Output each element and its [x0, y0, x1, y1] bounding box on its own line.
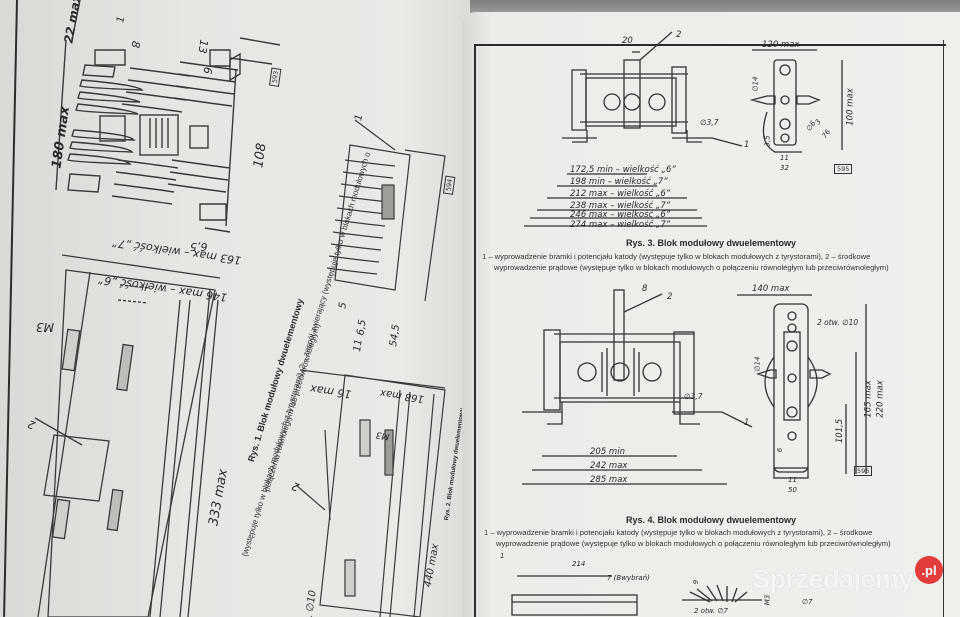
fig3-dim-phi3-7: ∅3,7	[700, 118, 719, 127]
fig4-holes: 2 otw. ∅10	[817, 318, 859, 327]
fig3-dim-row-2: 212 max – wielkość „6”	[570, 189, 671, 199]
fig5-dim-m3: M3	[763, 594, 772, 606]
fig3-dim-11: 11	[780, 154, 789, 162]
left-page: 22 max 180 max 8 13 6 108 6,5 593 163 ma…	[0, 0, 475, 617]
fig3-fig4-drawings	[511, 31, 867, 616]
fig3-dim-100max: 100 max	[845, 88, 856, 126]
fig5-dim-7: 7 (Bwybrań)	[607, 574, 650, 582]
watermark-badge: .pl	[915, 556, 943, 584]
fig2-dim-6-5: 6,5	[355, 318, 369, 337]
fig4-dim-6: 6	[776, 447, 785, 453]
fig3-dim-32: 32	[780, 164, 789, 172]
fig4-dim-phi3-7: ∅3,7	[684, 392, 703, 401]
fig3-legend-line1: 1 – wyprowadzenie bramki i potencjału ka…	[482, 252, 871, 261]
fig3-dim-row-4: 246 max – wielkość „6”	[570, 210, 671, 220]
fig3-caption-title: Rys. 3. Blok modułowy dwuelementowy	[625, 238, 797, 248]
fig3-caption: Rys. 3. Blok modułowy dwuelementowy	[462, 238, 960, 248]
fig1-drawing	[34, 0, 446, 617]
fig4-dim-50: 50	[788, 486, 797, 494]
fig4-label-1: 1	[744, 418, 750, 428]
right-page-frame-line	[474, 44, 946, 617]
fig3-label-2: 2	[676, 30, 682, 40]
fig3-label-1: 1	[744, 140, 750, 150]
fig4-legend-line1: 1 – wyprowadzenie bramki i potencjału ka…	[484, 528, 873, 537]
fig2-dim-11: 11	[352, 338, 365, 353]
fig4-label-2: 2	[667, 292, 673, 302]
fig1-dim-m3: M3	[36, 320, 54, 334]
right-page: 20 2 ∅3,7 1 172,5 min – wielkość „6” 198…	[462, 12, 960, 617]
fig4-legend: 1 – wyprowadzenie bramki i potencjału ka…	[484, 528, 954, 548]
right-page-frame-edge	[943, 40, 944, 617]
fig4-dim-220max: 220 max	[875, 380, 886, 418]
fig3-dim-20: 20	[622, 36, 633, 46]
fig2-dim-m3: M3	[375, 429, 391, 441]
fig3-dim-3-5: 3,5	[763, 135, 772, 147]
fig3-dim-row-5: 274 max – wielkość „7”	[570, 220, 671, 230]
fig4-dim-285max: 285 max	[590, 475, 628, 485]
fig3-dim-120max: 120 max	[762, 40, 800, 50]
fig4-dim-140max: 140 max	[752, 284, 790, 294]
fig4-legend-line2: wyprowadzenie prądowe (występuje tylko w…	[496, 539, 891, 548]
fig5-holes: 2 otw. ∅7	[694, 607, 728, 615]
fig5-dim-phi7: ∅7	[802, 598, 813, 606]
fig5-label-1: 1	[500, 552, 505, 560]
fig4-page-stamp: 596	[854, 466, 873, 476]
watermark-text: Sprzedajemy	[752, 564, 914, 594]
fig4-dim-165max: 165 max	[863, 380, 874, 418]
fig1-dim-13: 13	[195, 38, 211, 55]
fig3-dim-phi14: ∅14	[751, 76, 760, 92]
fig4-dim-8: 8	[642, 284, 648, 294]
fig3-dim-row-1: 198 min – wielkość „7”	[570, 177, 668, 187]
fig3-page-stamp: 595	[834, 164, 853, 174]
fig4-dim-11: 11	[788, 476, 797, 484]
fig4-dim-205min: 205 min	[590, 447, 625, 457]
fig5-dim-9: 9	[692, 579, 701, 585]
fig4-dim-101-5: 101,5	[835, 418, 846, 444]
fig4-caption-title: Rys. 4. Blok modułowy dwuelementowy	[625, 515, 797, 525]
fig5-dim-214: 214	[572, 560, 586, 568]
fig3-legend-line2: wyprowadzenie prądowe (występuje tylko w…	[494, 263, 889, 272]
fig3-dim-row-3: 238 max – wielkość „7”	[570, 201, 671, 211]
fig4-dim-phi14: ∅14	[753, 356, 762, 372]
fig3-dim-row-0: 172,5 min – wielkość „6”	[570, 165, 676, 175]
fig3-legend: 1 – wyprowadzenie bramki i potencjału ka…	[482, 252, 952, 272]
fig2-dim-5: 5	[337, 301, 350, 310]
fig4-dim-242max: 242 max	[590, 461, 628, 471]
fig4-caption: Rys. 4. Blok modułowy dwuelementowy	[462, 515, 960, 525]
